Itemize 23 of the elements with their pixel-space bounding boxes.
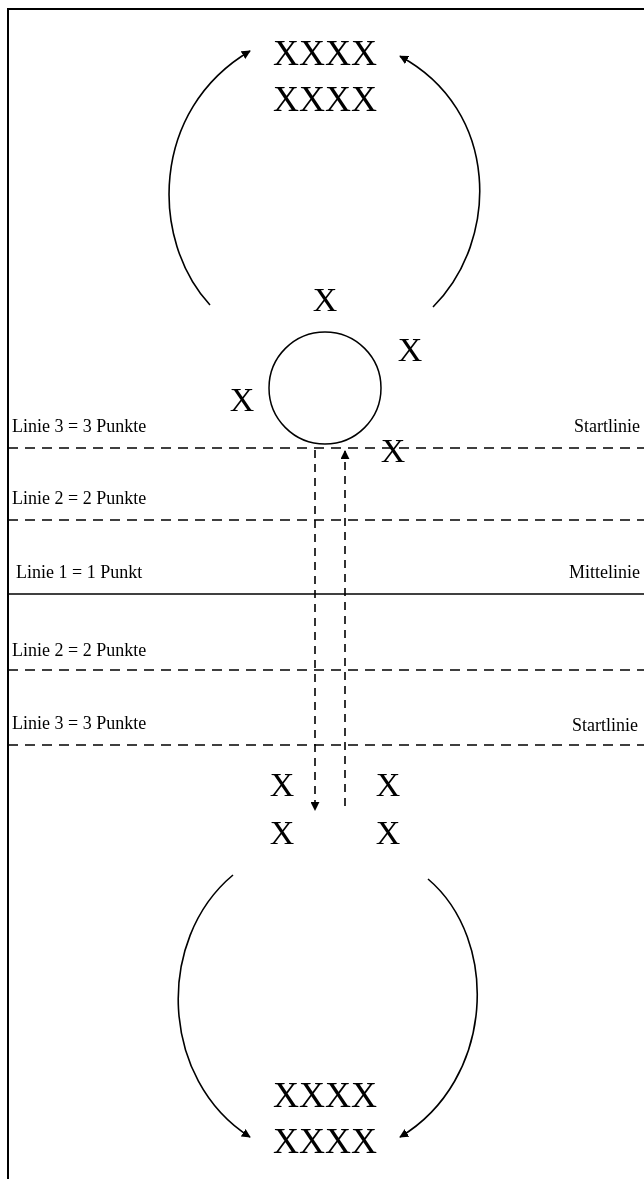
line-name: Startlinie (574, 417, 640, 435)
curved-arrow (177, 874, 251, 1138)
line-label: Linie 3 = 3 Punkte (12, 714, 147, 732)
player-mark: X (312, 283, 338, 317)
player-mark: X (375, 816, 401, 850)
player-mark: X (229, 383, 255, 417)
dashed-arrow (340, 450, 350, 807)
player-mark: X (397, 333, 423, 367)
curved-arrow (399, 878, 478, 1138)
line-label: Linie 3 = 3 Punkte (12, 417, 147, 435)
line-name: Startlinie (572, 716, 638, 734)
player-mark: X (375, 768, 401, 802)
line-label: Linie 2 = 2 Punkte (12, 489, 147, 507)
line-label: Linie 2 = 2 Punkte (12, 641, 147, 659)
player-group: XXXX XXXX (250, 1072, 400, 1164)
player-group: XXXX XXXX (250, 30, 400, 122)
line-label: Linie 1 = 1 Punkt (16, 563, 143, 581)
curved-arrow (168, 50, 251, 306)
player-mark: X (269, 816, 295, 850)
line-name: Mittelinie (569, 563, 640, 581)
player-mark: X (269, 768, 295, 802)
curved-arrow (399, 55, 481, 308)
dashed-arrow (310, 449, 320, 811)
